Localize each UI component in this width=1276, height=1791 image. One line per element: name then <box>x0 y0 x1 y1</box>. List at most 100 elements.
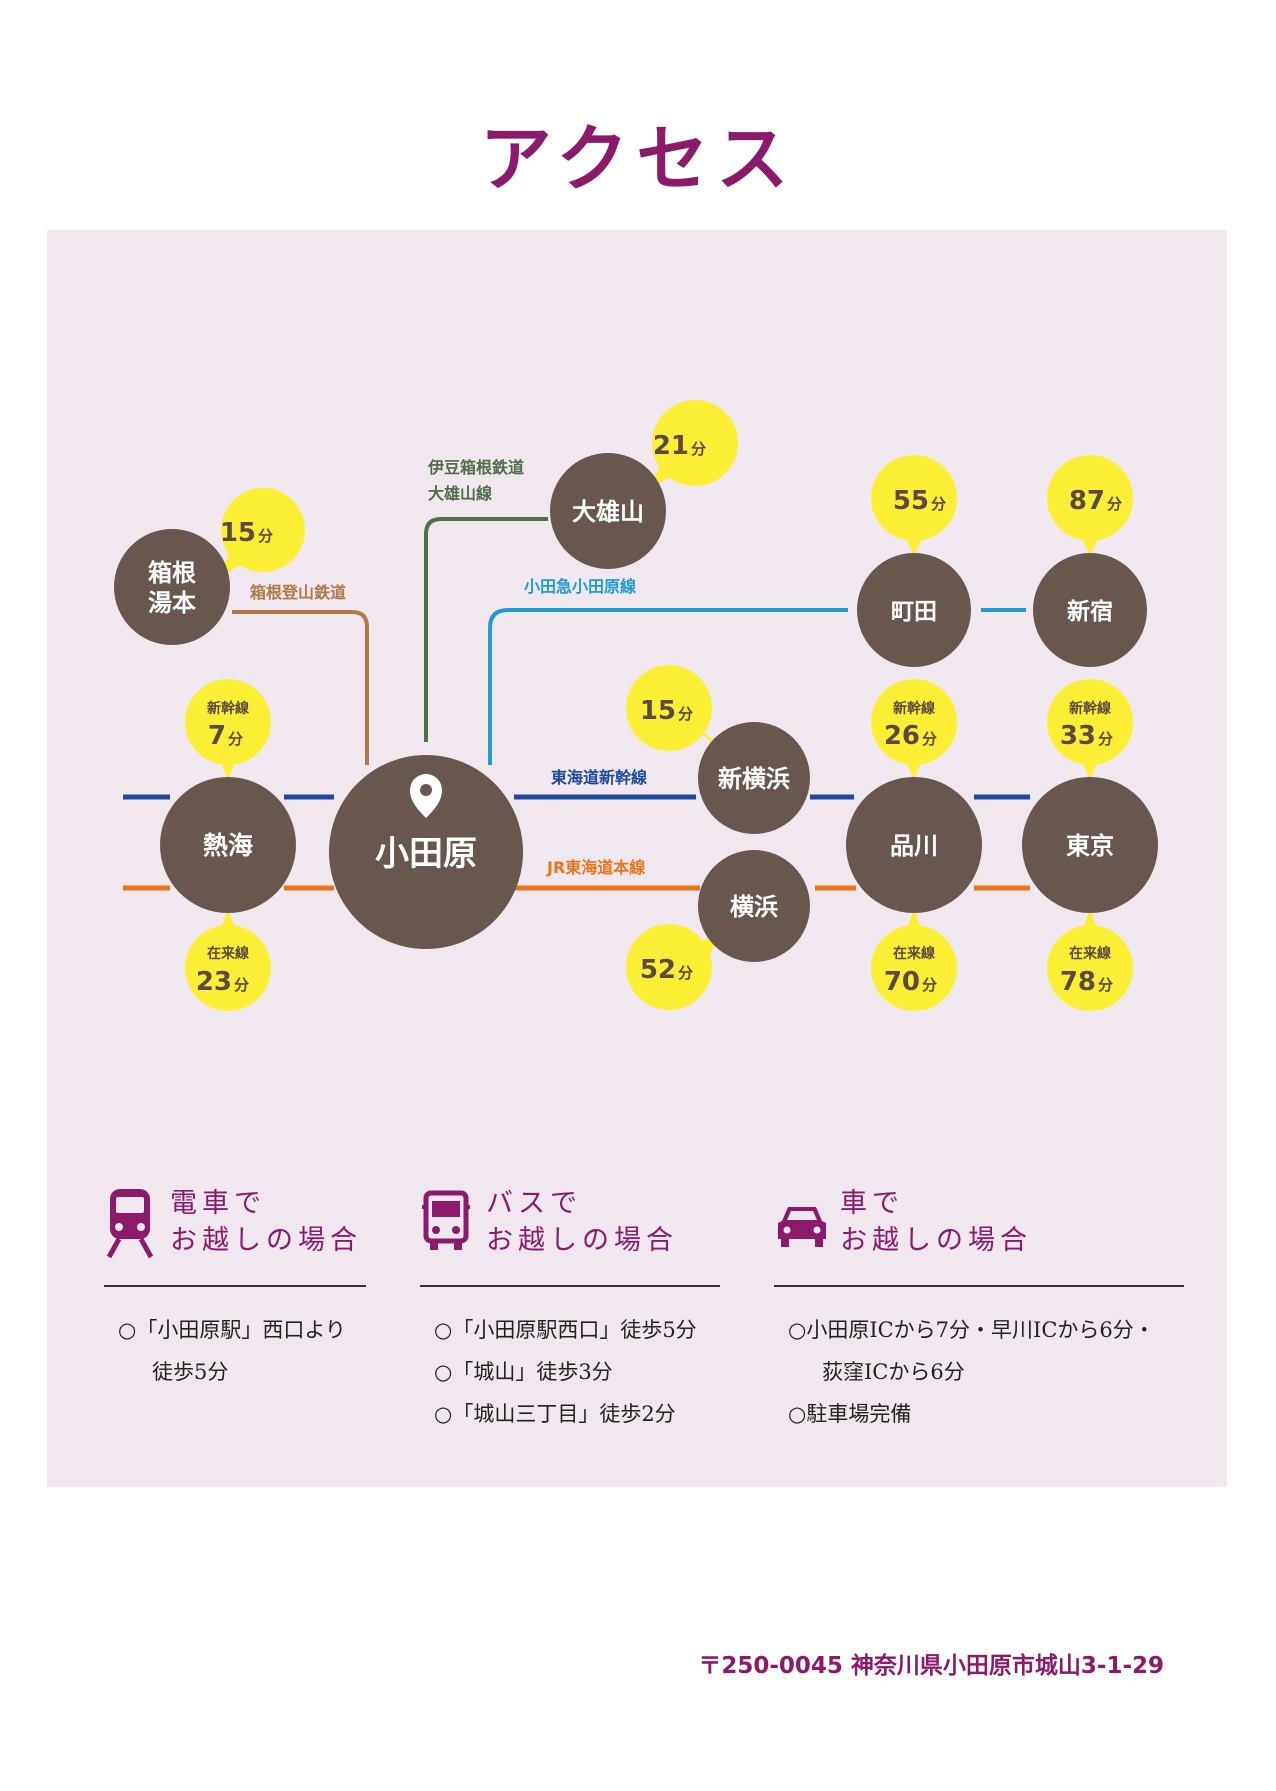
section-bus: バスで お越しの場合 ○「小田原駅西口」徒歩5分 ○「城山」徒歩3分 ○「城山三… <box>420 1185 720 1426</box>
list-item: ○「小田原駅西口」徒歩5分 <box>434 1318 697 1342</box>
station-machida: 町田 <box>857 553 971 667</box>
list-item: ○小田原ICから7分・早川ICから6分・ <box>788 1318 1155 1342</box>
time-bubble-tokyo-zairai: 在来線 78 分 <box>1047 910 1133 1011</box>
section-divider <box>420 1285 720 1287</box>
svg-text:52: 52 <box>640 955 676 985</box>
section-list: ○小田原ICから7分・早川ICから6分・ 荻窪ICから6分 ○駐車場完備 <box>788 1309 1155 1435</box>
time-bubble-daiyuzan: 21 分 <box>650 400 738 488</box>
station-daiyuzan: 大雄山 <box>550 453 666 569</box>
time-bubble-atami-zairai: 在来線 23 分 <box>185 910 271 1011</box>
svg-text:分: 分 <box>1098 730 1113 748</box>
section-divider <box>774 1285 1184 1287</box>
svg-text:分: 分 <box>258 527 273 545</box>
label-tokaido-shinkansen: 東海道新幹線 <box>551 768 647 787</box>
svg-text:70: 70 <box>884 967 920 997</box>
section-list: ○「小田原駅」西口より 徒歩5分 <box>118 1309 346 1393</box>
section-title-line2: お越しの場合 <box>170 1225 362 1256</box>
section-title: 車で お越しの場合 <box>840 1185 1032 1259</box>
list-item: ○駐車場完備 <box>788 1402 912 1426</box>
svg-text:分: 分 <box>678 705 693 723</box>
page-title: アクセス <box>479 117 797 201</box>
station-shinjuku: 新宿 <box>1033 553 1147 667</box>
section-title: 電車で お越しの場合 <box>170 1185 362 1259</box>
station-tokyo: 東京 <box>1022 777 1158 913</box>
time-bubble-hakone-yumoto: 15 分 <box>216 488 305 580</box>
line-izuhakone <box>424 517 548 742</box>
label-izuhakone-1: 伊豆箱根鉄道 <box>427 458 524 477</box>
svg-text:在来線: 在来線 <box>207 945 249 962</box>
section-divider <box>104 1285 366 1287</box>
list-item: ○「小田原駅」西口より <box>118 1318 346 1342</box>
label-jr-tokaido: JR東海道本線 <box>546 858 645 877</box>
label-hakone-tozan: 箱根登山鉄道 <box>250 583 346 602</box>
time-bubble-yokohama: 52 分 <box>626 924 725 1010</box>
svg-text:東京: 東京 <box>1066 832 1114 860</box>
svg-text:大雄山: 大雄山 <box>572 498 644 526</box>
section-title-line2: お越しの場合 <box>840 1225 1032 1256</box>
svg-text:分: 分 <box>228 730 243 748</box>
time-bubble-shinagawa-zairai: 在来線 70 分 <box>871 910 957 1011</box>
time-bubble-atami-shinkansen: 新幹線 7 分 <box>185 679 271 780</box>
svg-text:湯本: 湯本 <box>148 589 196 617</box>
svg-text:箱根: 箱根 <box>148 559 196 587</box>
section-title-line1: バスで <box>486 1188 582 1219</box>
train-icon <box>106 1189 154 1259</box>
svg-text:7: 7 <box>208 721 226 751</box>
section-list: ○「小田原駅西口」徒歩5分 ○「城山」徒歩3分 ○「城山三丁目」徒歩2分 <box>434 1309 697 1435</box>
svg-text:33: 33 <box>1060 721 1096 751</box>
label-odakyu: 小田急小田原線 <box>524 577 636 596</box>
svg-text:分: 分 <box>1107 495 1122 513</box>
svg-text:熱海: 熱海 <box>203 831 253 860</box>
list-item: 徒歩5分 <box>152 1360 229 1384</box>
section-train: 電車で お越しの場合 ○「小田原駅」西口より 徒歩5分 <box>104 1185 366 1384</box>
svg-text:新宿: 新宿 <box>1067 598 1113 625</box>
time-bubble-machida: 55 分 <box>871 455 957 556</box>
svg-text:新幹線: 新幹線 <box>207 700 249 717</box>
station-shinyokohama: 新横浜 <box>698 722 810 834</box>
svg-text:町田: 町田 <box>891 599 937 625</box>
svg-text:在来線: 在来線 <box>1069 945 1111 962</box>
station-yokohama: 横浜 <box>698 850 810 962</box>
svg-text:分: 分 <box>1098 976 1113 994</box>
svg-text:分: 分 <box>922 730 937 748</box>
svg-text:78: 78 <box>1060 967 1096 997</box>
svg-text:新横浜: 新横浜 <box>718 765 790 793</box>
svg-text:分: 分 <box>234 976 249 994</box>
svg-text:15: 15 <box>220 518 256 548</box>
car-icon <box>778 1207 826 1247</box>
svg-text:55: 55 <box>893 486 929 516</box>
svg-text:品川: 品川 <box>890 832 938 860</box>
list-item: ○「城山」徒歩3分 <box>434 1360 613 1384</box>
time-bubble-shinjuku: 87 分 <box>1047 455 1133 556</box>
station-odawara: 小田原 <box>329 755 523 949</box>
section-title-line1: 車で <box>840 1188 904 1219</box>
svg-text:15: 15 <box>640 696 676 726</box>
svg-text:87: 87 <box>1069 486 1105 516</box>
section-car: 車で お越しの場合 ○小田原ICから7分・早川ICから6分・ 荻窪ICから6分 … <box>774 1185 1184 1426</box>
section-title-line2: お越しの場合 <box>486 1225 678 1256</box>
svg-text:23: 23 <box>196 967 232 997</box>
section-title: バスで お越しの場合 <box>486 1185 678 1259</box>
svg-text:新幹線: 新幹線 <box>893 700 935 717</box>
svg-text:新幹線: 新幹線 <box>1069 700 1111 717</box>
station-atami: 熱海 <box>160 777 296 913</box>
postal-address: 〒250-0045 神奈川県小田原市城山3-1-29 <box>698 1653 1164 1679</box>
time-bubble-shinagawa-shinkansen: 新幹線 26 分 <box>871 679 957 780</box>
svg-text:在来線: 在来線 <box>893 945 935 962</box>
svg-text:21: 21 <box>653 431 689 461</box>
svg-text:分: 分 <box>691 440 706 458</box>
station-hakone-yumoto: 箱根 湯本 <box>114 529 230 645</box>
station-shinagawa: 品川 <box>846 777 982 913</box>
list-item: 荻窪ICから6分 <box>822 1360 965 1384</box>
svg-text:26: 26 <box>884 721 920 751</box>
location-pin-icon <box>410 774 442 818</box>
time-bubble-tokyo-shinkansen: 新幹線 33 分 <box>1047 679 1133 780</box>
bus-icon <box>422 1190 470 1250</box>
line-odakyu <box>488 608 1026 765</box>
svg-text:分: 分 <box>678 964 693 982</box>
label-izuhakone-2: 大雄山線 <box>428 484 492 503</box>
svg-text:分: 分 <box>931 495 946 513</box>
svg-text:小田原: 小田原 <box>375 834 477 874</box>
svg-text:横浜: 横浜 <box>730 893 778 921</box>
